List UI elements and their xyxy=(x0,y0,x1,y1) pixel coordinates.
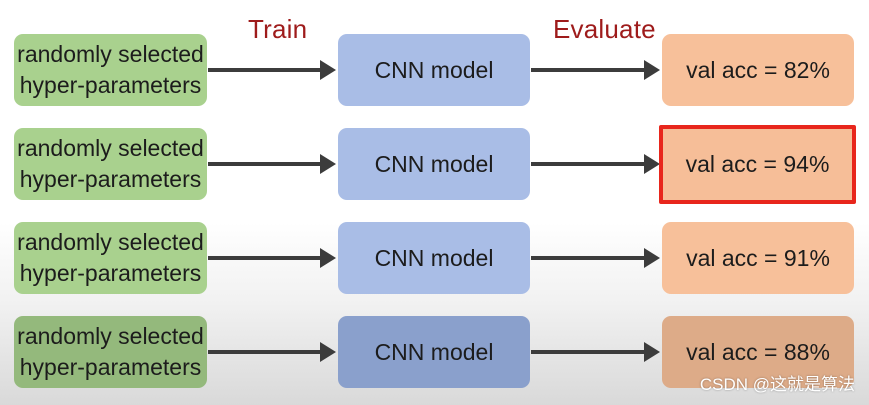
evaluate-arrow xyxy=(531,248,660,268)
pipeline-row-2: randomly selected hyper-parameters CNN m… xyxy=(0,125,869,204)
csdn-watermark: CSDN @这就是算法 xyxy=(699,375,855,394)
train-arrow xyxy=(208,248,336,268)
hyperparameter-line-2: hyper-parameters xyxy=(19,260,202,286)
evaluate-arrow xyxy=(531,154,660,174)
evaluate-arrow xyxy=(531,60,660,80)
train-label: Train xyxy=(248,14,308,44)
hyperparameter-box: randomly selected hyper-parameters xyxy=(14,34,207,106)
evaluate-label: Evaluate xyxy=(553,14,656,44)
hyperparameter-line-1: randomly selected xyxy=(17,135,204,161)
val-acc-box-highlighted: val acc = 94% xyxy=(659,125,856,204)
hyperparameter-box: randomly selected hyper-parameters xyxy=(14,222,207,294)
cnn-model-box: CNN model xyxy=(338,34,530,106)
train-arrow xyxy=(208,154,336,174)
cnn-model-label: CNN model xyxy=(374,338,494,365)
evaluate-arrow xyxy=(531,342,660,362)
cnn-model-box: CNN model xyxy=(338,128,530,200)
pipeline-row-3: randomly selected hyper-parameters CNN m… xyxy=(0,222,869,298)
cnn-model-box: CNN model xyxy=(338,222,530,294)
val-acc-label: val acc = 94% xyxy=(685,151,830,177)
train-arrow xyxy=(208,60,336,80)
hyperparameter-box: randomly selected hyper-parameters xyxy=(14,316,207,388)
cnn-model-label: CNN model xyxy=(374,244,494,271)
val-acc-box: val acc = 88% xyxy=(662,316,854,388)
cnn-model-label: CNN model xyxy=(374,56,494,83)
hyperparameter-line-1: randomly selected xyxy=(17,229,204,255)
val-acc-label: val acc = 91% xyxy=(686,244,830,271)
hyperparameter-line-2: hyper-parameters xyxy=(19,354,202,380)
hyperparameter-line-2: hyper-parameters xyxy=(19,72,202,98)
train-arrow xyxy=(208,342,336,362)
hyperparameter-line-1: randomly selected xyxy=(17,323,204,349)
cnn-model-label: CNN model xyxy=(374,150,494,177)
hyperparameter-line-2: hyper-parameters xyxy=(19,166,202,192)
cnn-model-box: CNN model xyxy=(338,316,530,388)
val-acc-label: val acc = 88% xyxy=(686,338,830,365)
val-acc-box: val acc = 82% xyxy=(662,34,854,106)
val-acc-label: val acc = 82% xyxy=(686,56,830,83)
pipeline-row-1: randomly selected hyper-parameters CNN m… xyxy=(0,34,869,110)
pipeline-row-4: randomly selected hyper-parameters CNN m… xyxy=(0,316,869,392)
hyperparameter-box: randomly selected hyper-parameters xyxy=(14,128,207,200)
val-acc-box: val acc = 91% xyxy=(662,222,854,294)
hyperparameter-line-1: randomly selected xyxy=(17,41,204,67)
